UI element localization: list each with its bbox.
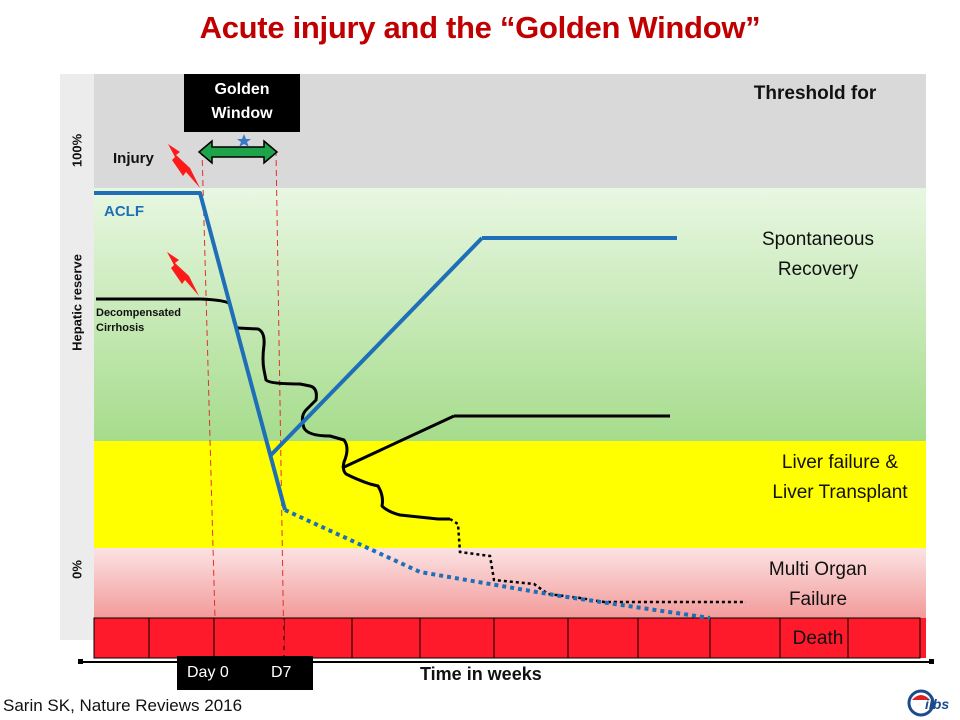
day-axis-box: Day 0 D7 <box>177 656 313 690</box>
y-axis-band <box>60 74 94 640</box>
injury-bolt-icon-lower <box>167 252 199 296</box>
spontaneous-recovery-label: Spontaneous Recovery <box>718 225 918 285</box>
threshold-label: Threshold for <box>753 83 877 104</box>
slide-title: Acute injury and the “Golden Window” <box>199 10 761 45</box>
multi-organ-failure-label: Multi Organ Failure <box>718 555 918 615</box>
death-zone <box>94 618 926 658</box>
y-axis-bottom-tick: 0% <box>69 560 85 579</box>
day7-guide-line <box>275 149 285 656</box>
golden-window-label: Golden Window <box>184 74 300 132</box>
spontaneous-line2: Recovery <box>777 259 859 280</box>
aclf-curve <box>94 191 287 511</box>
decompensated-label: Decompensated Cirrhosis <box>96 306 181 336</box>
liver-failure-label: Liver failure & Liver Transplant <box>740 448 940 508</box>
cirrhosis-recovery-line <box>341 414 455 470</box>
golden-window-line2: Window <box>211 105 273 122</box>
decompensated-line2: Cirrhosis <box>96 322 145 334</box>
liver-line2: Liver Transplant <box>772 482 908 503</box>
y-axis-label: Hepatic reserve <box>69 254 85 351</box>
day0-label: Day 0 <box>187 664 229 681</box>
injury-bolt-icon <box>168 144 200 188</box>
aclf-curve-dotted <box>284 508 711 620</box>
death-label: Death <box>792 628 844 649</box>
mof-line1: Multi Organ <box>768 559 868 580</box>
death-grid <box>93 617 921 659</box>
x-axis-label: Time in weeks <box>420 664 542 684</box>
day0-guide-line <box>201 149 217 656</box>
decompensated-line1: Decompensated <box>96 307 181 319</box>
day7-label: D7 <box>271 664 292 681</box>
y-axis-top-tick: 100% <box>69 133 85 168</box>
x-axis-end-right <box>929 659 934 664</box>
cirrhosis-curve <box>96 297 450 521</box>
spontaneous-line1: Spontaneous <box>762 229 874 250</box>
ilbs-logo-icon <box>907 689 935 717</box>
aclf-label: ACLF <box>104 203 144 220</box>
x-axis-end-left <box>78 659 83 664</box>
liver-line1: Liver failure & <box>781 452 899 473</box>
golden-window-line1: Golden <box>214 81 270 98</box>
ilbs-logo-text: ilbs <box>925 696 950 712</box>
star-icon <box>237 134 251 147</box>
liver-failure-zone <box>94 441 926 548</box>
multi-organ-failure-zone <box>94 548 926 618</box>
mof-line2: Failure <box>788 589 848 610</box>
injury-label: Injury <box>113 150 154 167</box>
golden-window-arrow <box>197 139 279 165</box>
aclf-recovery-line <box>268 236 484 458</box>
citation: Sarin SK, Nature Reviews 2016 <box>3 696 243 715</box>
